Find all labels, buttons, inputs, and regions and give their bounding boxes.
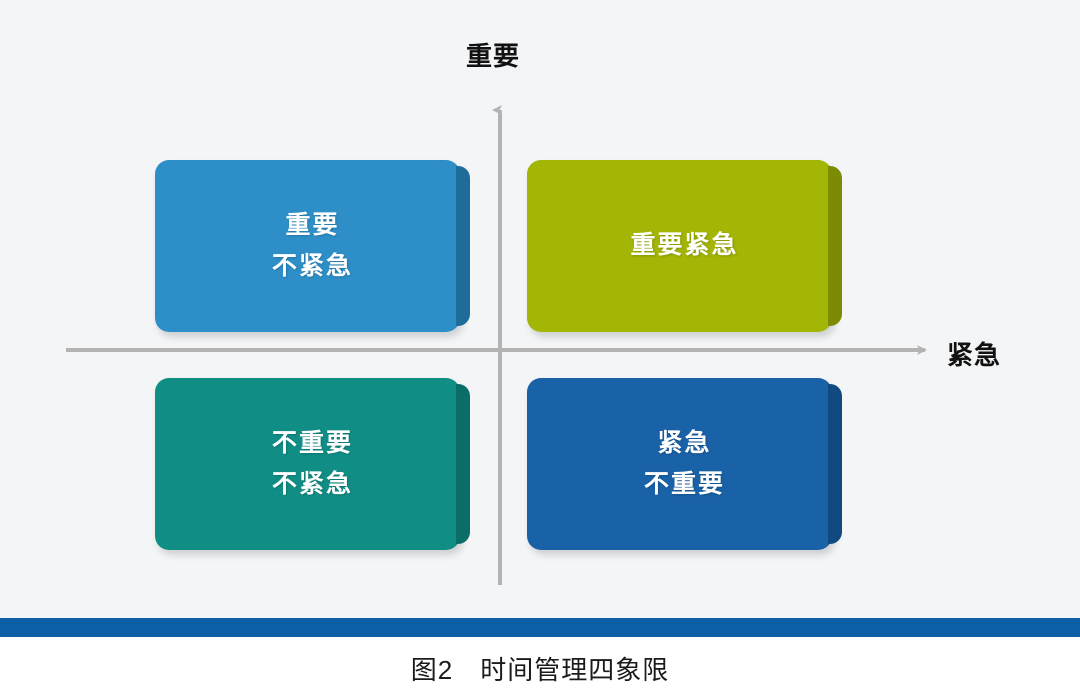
quadrant-face [527, 160, 832, 332]
quadrant-label-line-1: 不重要 [271, 428, 353, 457]
quadrant-bevel [456, 384, 470, 544]
axis-label-urgent: 紧急 [947, 340, 1002, 370]
figure-caption: 图2 时间管理四象限 [410, 654, 670, 685]
quadrant-label-line-1: 重要 [285, 210, 340, 239]
quadrant-face [155, 160, 460, 332]
quadrant-important-not-urgent[interactable]: 重要 不紧急 [155, 160, 470, 332]
quadrant-not-important-not-urgent[interactable]: 不重要 不紧急 [155, 378, 470, 550]
quadrant-face [527, 378, 832, 550]
quadrant-bevel [828, 166, 842, 326]
quadrant-bevel [456, 166, 470, 326]
caption-area: 图2 时间管理四象限 [0, 637, 1080, 699]
quadrant-label-line-2: 不紧急 [271, 470, 353, 498]
quadrant-urgent-not-important[interactable]: 紧急 不重要 [527, 378, 842, 550]
quadrant-labels: 重要 不紧急 [160, 210, 465, 281]
quadrant-labels: 紧急 不重要 [532, 428, 837, 499]
quadrant-label-line-1: 紧急 [657, 428, 712, 457]
quadrant-important-urgent[interactable]: 重要紧急 [527, 160, 842, 332]
quadrant-label-line-2: 不重要 [643, 470, 725, 498]
quadrant-bevel [828, 384, 842, 544]
quadrant-label-line-1: 重要紧急 [630, 231, 739, 260]
axis-label-important: 重要 [466, 41, 521, 71]
quadrant-labels: 重要紧急 [532, 232, 837, 260]
diagram-canvas: 重要 紧急 重要 不紧急 重要紧急 不重要 不紧急 [0, 0, 1080, 618]
quadrant-label-line-2: 不紧急 [271, 252, 353, 280]
quadrant-face [155, 378, 460, 550]
divider-bar [0, 618, 1080, 637]
quadrant-labels: 不重要 不紧急 [160, 428, 465, 499]
